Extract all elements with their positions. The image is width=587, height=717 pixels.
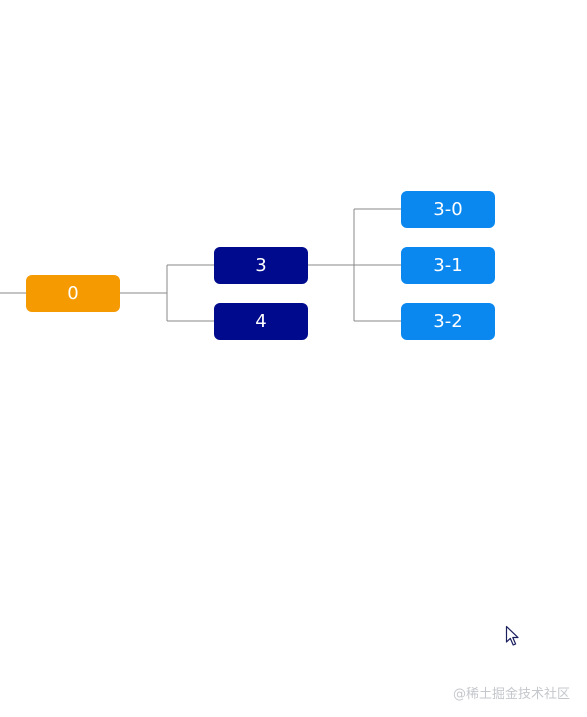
node-3-1-label: 3-1 — [433, 255, 463, 276]
node-3-0-label: 3-0 — [433, 199, 463, 220]
node-root-label: 0 — [67, 283, 79, 304]
mouse-pointer-icon — [505, 625, 519, 646]
node-4-label: 4 — [255, 311, 267, 332]
node-3-1[interactable]: 3-1 — [401, 247, 495, 284]
watermark: @稀土掘金技术社区 — [452, 687, 570, 702]
node-3-2[interactable]: 3-2 — [401, 303, 495, 340]
node-3-label: 3 — [255, 255, 267, 276]
node-4[interactable]: 4 — [214, 303, 308, 340]
node-3[interactable]: 3 — [214, 247, 308, 284]
node-3-0[interactable]: 3-0 — [401, 191, 495, 228]
node-root[interactable]: 0 — [26, 275, 120, 312]
node-3-2-label: 3-2 — [433, 311, 463, 332]
